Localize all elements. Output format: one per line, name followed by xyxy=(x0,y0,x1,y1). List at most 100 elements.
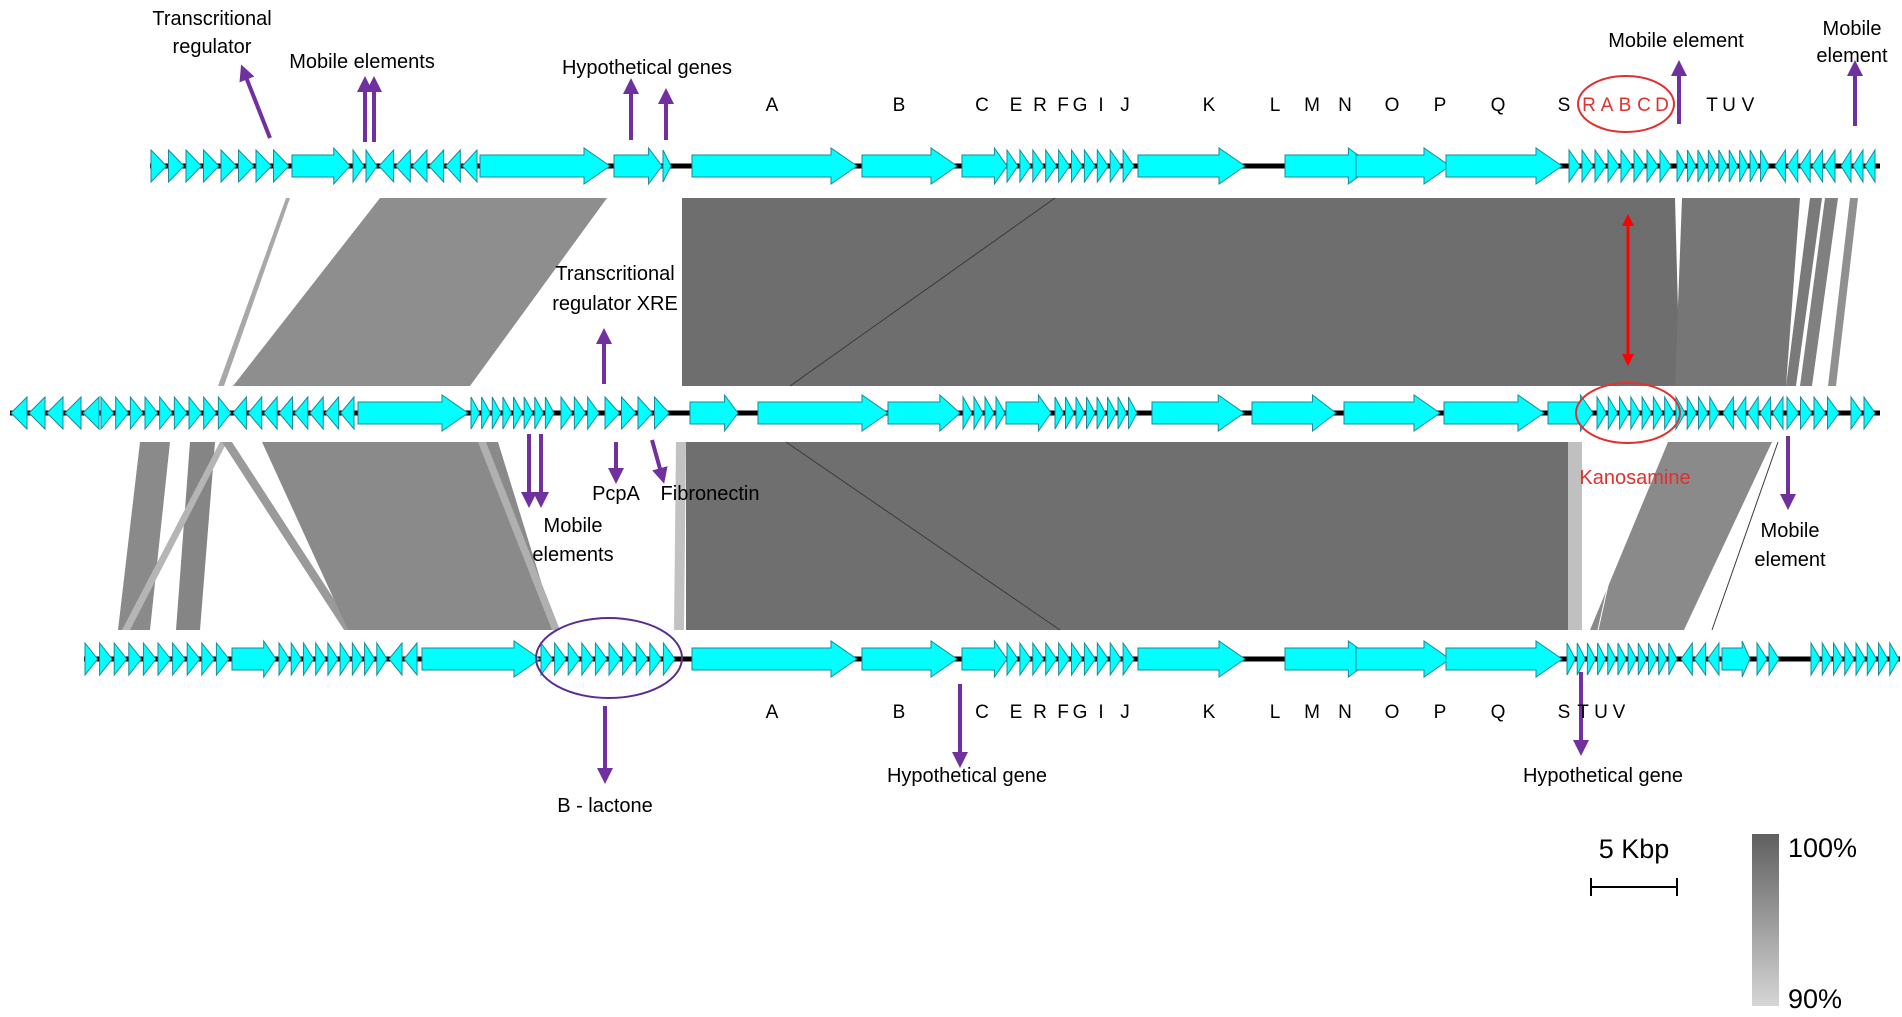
gene-arrow xyxy=(1866,641,1878,677)
cluster-letter-bottom: E xyxy=(1010,702,1023,723)
cluster-letter-bottom: T xyxy=(1577,702,1589,723)
gene-arrow xyxy=(691,640,858,678)
gene-arrow xyxy=(144,395,159,431)
gene-arrow xyxy=(129,395,144,431)
gene-arrow xyxy=(10,395,28,431)
gene-arrow xyxy=(540,641,554,677)
kanosamine-label: Kanosamine xyxy=(1579,467,1690,489)
gene-arrow xyxy=(1019,641,1032,677)
b-lactone-label: B - lactone xyxy=(557,795,653,817)
gene-arrow xyxy=(315,641,327,677)
gene-arrow xyxy=(220,148,238,184)
gene-arrow xyxy=(1445,147,1563,185)
gene-arrow xyxy=(291,146,351,186)
gene-arrow xyxy=(461,148,478,184)
gene-arrow xyxy=(172,641,186,677)
cluster-letter-bottom: U xyxy=(1594,702,1608,723)
gene-arrow xyxy=(1576,642,1586,676)
gene-arrow xyxy=(351,641,364,677)
gene-arrow xyxy=(1071,641,1084,677)
gene-arrow xyxy=(491,396,502,430)
gene-arrows xyxy=(10,146,1900,679)
gene-arrow xyxy=(689,393,739,433)
cluster-letter-top: V xyxy=(1742,95,1755,116)
gene-arrow xyxy=(352,148,365,184)
gene-arrow xyxy=(203,395,217,431)
gene-arrow xyxy=(378,148,395,184)
gene-arrow xyxy=(1594,148,1607,184)
gene-arrow xyxy=(99,641,113,677)
cluster-letter-bottom: Q xyxy=(1491,702,1506,723)
gene-arrow xyxy=(513,396,523,430)
gene-arrow xyxy=(1707,149,1718,183)
gene-arrow xyxy=(1054,396,1065,430)
cluster-letter-bottom: B xyxy=(893,702,906,723)
cluster-letter-bottom: G xyxy=(1073,702,1088,723)
gene-arrow xyxy=(1800,395,1813,431)
gene-arrow xyxy=(100,395,115,431)
cluster-letter-bottom: M xyxy=(1304,702,1320,723)
gene-arrow xyxy=(1566,642,1576,676)
match-band xyxy=(682,198,1680,386)
gene-arrow xyxy=(142,641,157,677)
cluster-letter-bottom: N xyxy=(1338,702,1352,723)
gene-arrow xyxy=(961,639,1008,679)
gene-arrow xyxy=(1117,396,1128,430)
gene-arrow xyxy=(1443,394,1545,432)
gene-arrow xyxy=(1821,641,1833,677)
gene-arrow xyxy=(1824,148,1836,184)
mobile-elements-top-label: Mobile elements xyxy=(289,51,435,73)
gene-arrow xyxy=(1137,640,1246,678)
gene-arrow xyxy=(1355,147,1451,185)
gene-arrow xyxy=(1647,642,1658,676)
b-lactone-cluster-ellipse xyxy=(535,617,683,699)
gene-arrow xyxy=(1568,148,1581,184)
gene-arrow xyxy=(502,396,513,430)
gene-arrow xyxy=(1107,396,1117,430)
hypothetical-gene-2-label: Hypothetical gene xyxy=(1523,765,1683,787)
cluster-letter-top: L xyxy=(1270,95,1281,116)
cluster-letter-bottom: K xyxy=(1203,702,1216,723)
gene-arrow xyxy=(1597,642,1607,676)
gene-arrow xyxy=(1697,395,1709,431)
cluster-letter-bottom: V xyxy=(1613,702,1626,723)
kanosamine-cluster-ellipse-middle xyxy=(1575,382,1681,444)
gene-arrow xyxy=(1721,640,1751,678)
match-band xyxy=(1568,442,1582,630)
gene-arrow xyxy=(1005,393,1052,433)
annotation-arrows xyxy=(239,60,1863,784)
gene-arrow xyxy=(1864,148,1876,184)
cluster-letter-top: M xyxy=(1304,95,1320,116)
gene-arrow xyxy=(339,641,351,677)
cluster-letter-top: C xyxy=(975,95,989,116)
gene-arrow xyxy=(1109,641,1122,677)
gene-arrow xyxy=(309,395,324,431)
gene-arrow xyxy=(1786,148,1799,184)
gene-arrow xyxy=(1810,641,1821,677)
gene-arrow xyxy=(481,396,491,430)
match-band xyxy=(222,442,354,630)
cluster-letter-bottom: F xyxy=(1057,702,1069,723)
identity-max-label: 100% xyxy=(1788,833,1857,863)
gene-arrow xyxy=(394,148,411,184)
cluster-letter-bottom: A xyxy=(766,702,779,723)
gene-arrow xyxy=(604,395,621,431)
gene-arrow xyxy=(1878,641,1889,677)
gene-arrow xyxy=(1734,395,1747,431)
gene-arrow xyxy=(691,147,858,185)
match-band xyxy=(1675,198,1800,386)
gene-arrow xyxy=(1840,148,1852,184)
gene-arrow xyxy=(263,395,278,431)
gene-arrow xyxy=(1833,641,1844,677)
cluster-letter-top: J xyxy=(1120,95,1130,116)
gene-arrow xyxy=(278,395,293,431)
cluster-letter-top: P xyxy=(1434,95,1447,116)
gene-arrow xyxy=(649,641,663,677)
match-line xyxy=(789,197,1056,387)
gene-arrow xyxy=(1032,641,1045,677)
cluster-letter-bottom: C xyxy=(975,702,989,723)
gene-arrow xyxy=(185,148,203,184)
cluster-letter-top: K xyxy=(1203,95,1216,116)
match-band xyxy=(1800,198,1838,386)
